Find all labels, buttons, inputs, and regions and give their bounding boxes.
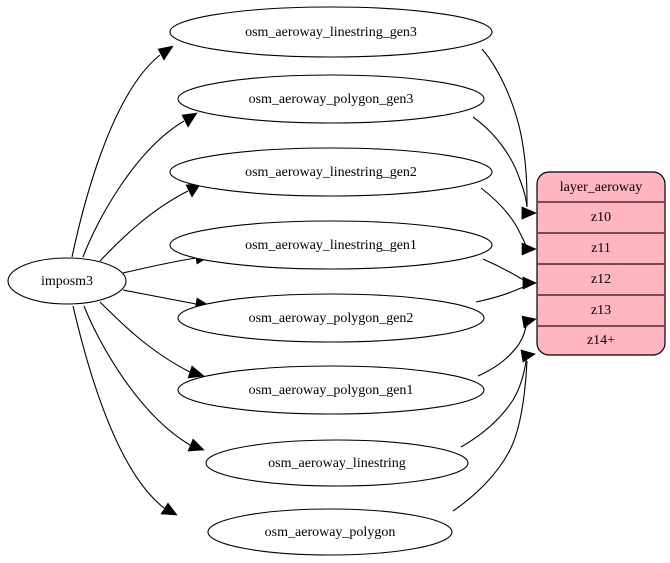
edge-imposm3-to-polygon	[72, 305, 178, 516]
node-osm-aeroway-polygon-gen3-label: osm_aeroway_polygon_gen3	[249, 92, 414, 107]
edge-imposm3-to-linestring	[83, 305, 205, 452]
node-osm-aeroway-linestring-gen1-shape[interactable]	[169, 220, 493, 270]
edge-polygon-gen2-to-z12	[475, 276, 537, 303]
edge-linestring-gen3-to-z10	[481, 48, 537, 220]
edge-group-nodes-to-table	[452, 48, 537, 512]
table-row-z10-label: z10	[591, 210, 611, 225]
node-osm-aeroway-linestring-gen1[interactable]: osm_aeroway_linestring_gen1	[169, 220, 493, 270]
edge-linestring-gen2-to-z11	[480, 187, 537, 256]
node-osm-aeroway-linestring-gen2-shape[interactable]	[169, 147, 493, 197]
node-osm-aeroway-polygon-gen1[interactable]: osm_aeroway_polygon_gen1	[177, 365, 485, 415]
node-osm-aeroway-linestring-gen2[interactable]: osm_aeroway_linestring_gen2	[169, 147, 493, 197]
table-row-z14-label: z14+	[587, 333, 615, 348]
node-osm-aeroway-polygon-gen1-shape[interactable]	[177, 365, 485, 415]
edge-imposm3-to-polygon-gen1	[99, 301, 205, 379]
edge-polygon-gen1-to-z13	[477, 315, 537, 377]
edge-polygon-gen3-to-z10	[472, 116, 537, 220]
edge-polygon-to-z14	[452, 349, 536, 512]
node-layer-aeroway-table[interactable]: layer_aeroway z10 z11 z12 z13 z14+	[536, 171, 666, 356]
table-row-z11-label: z11	[591, 241, 611, 256]
node-osm-aeroway-polygon-label: osm_aeroway_polygon	[265, 525, 396, 540]
node-osm-aeroway-linestring-gen1-label: osm_aeroway_linestring_gen1	[245, 238, 417, 253]
node-osm-aeroway-polygon-gen2-shape[interactable]	[177, 293, 485, 343]
node-osm-aeroway-linestring-gen3-label: osm_aeroway_linestring_gen3	[245, 25, 417, 40]
node-osm-aeroway-polygon-gen2[interactable]: osm_aeroway_polygon_gen2	[177, 293, 485, 343]
node-osm-aeroway-polygon-gen2-label: osm_aeroway_polygon_gen2	[249, 311, 414, 326]
edge-imposm3-to-linestring-gen3	[71, 45, 174, 258]
node-imposm3-shape[interactable]	[7, 257, 127, 305]
node-osm-aeroway-linestring-label: osm_aeroway_linestring	[268, 456, 406, 471]
layer-aeroway-header-label: layer_aeroway	[560, 180, 642, 195]
node-imposm3-label: imposm3	[41, 274, 93, 289]
node-imposm3[interactable]: imposm3	[7, 257, 127, 305]
node-osm-aeroway-linestring-gen2-label: osm_aeroway_linestring_gen2	[245, 165, 417, 180]
edge-imposm3-to-polygon-gen3	[82, 112, 198, 258]
node-osm-aeroway-polygon-gen3-shape[interactable]	[177, 74, 485, 124]
node-osm-aeroway-polygon-gen3[interactable]: osm_aeroway_polygon_gen3	[177, 74, 485, 124]
node-osm-aeroway-linestring-gen3[interactable]: osm_aeroway_linestring_gen3	[169, 6, 493, 58]
node-osm-aeroway-linestring-shape[interactable]	[205, 439, 469, 487]
table-row-z13-label: z13	[591, 303, 611, 318]
node-osm-aeroway-polygon[interactable]: osm_aeroway_polygon	[207, 508, 453, 556]
node-osm-aeroway-polygon-gen1-label: osm_aeroway_polygon_gen1	[249, 383, 414, 398]
node-osm-aeroway-polygon-shape[interactable]	[207, 508, 453, 556]
node-osm-aeroway-linestring[interactable]: osm_aeroway_linestring	[205, 439, 469, 487]
table-row-z12-label: z12	[591, 272, 611, 287]
node-osm-aeroway-linestring-gen3-shape[interactable]	[169, 6, 493, 58]
